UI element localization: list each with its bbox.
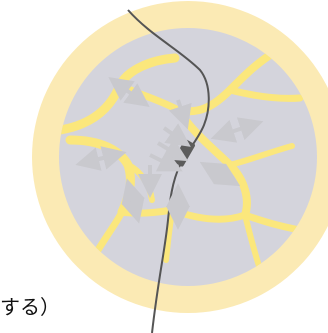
network-branch (122, 210, 172, 213)
caption-text: する） (0, 294, 60, 320)
